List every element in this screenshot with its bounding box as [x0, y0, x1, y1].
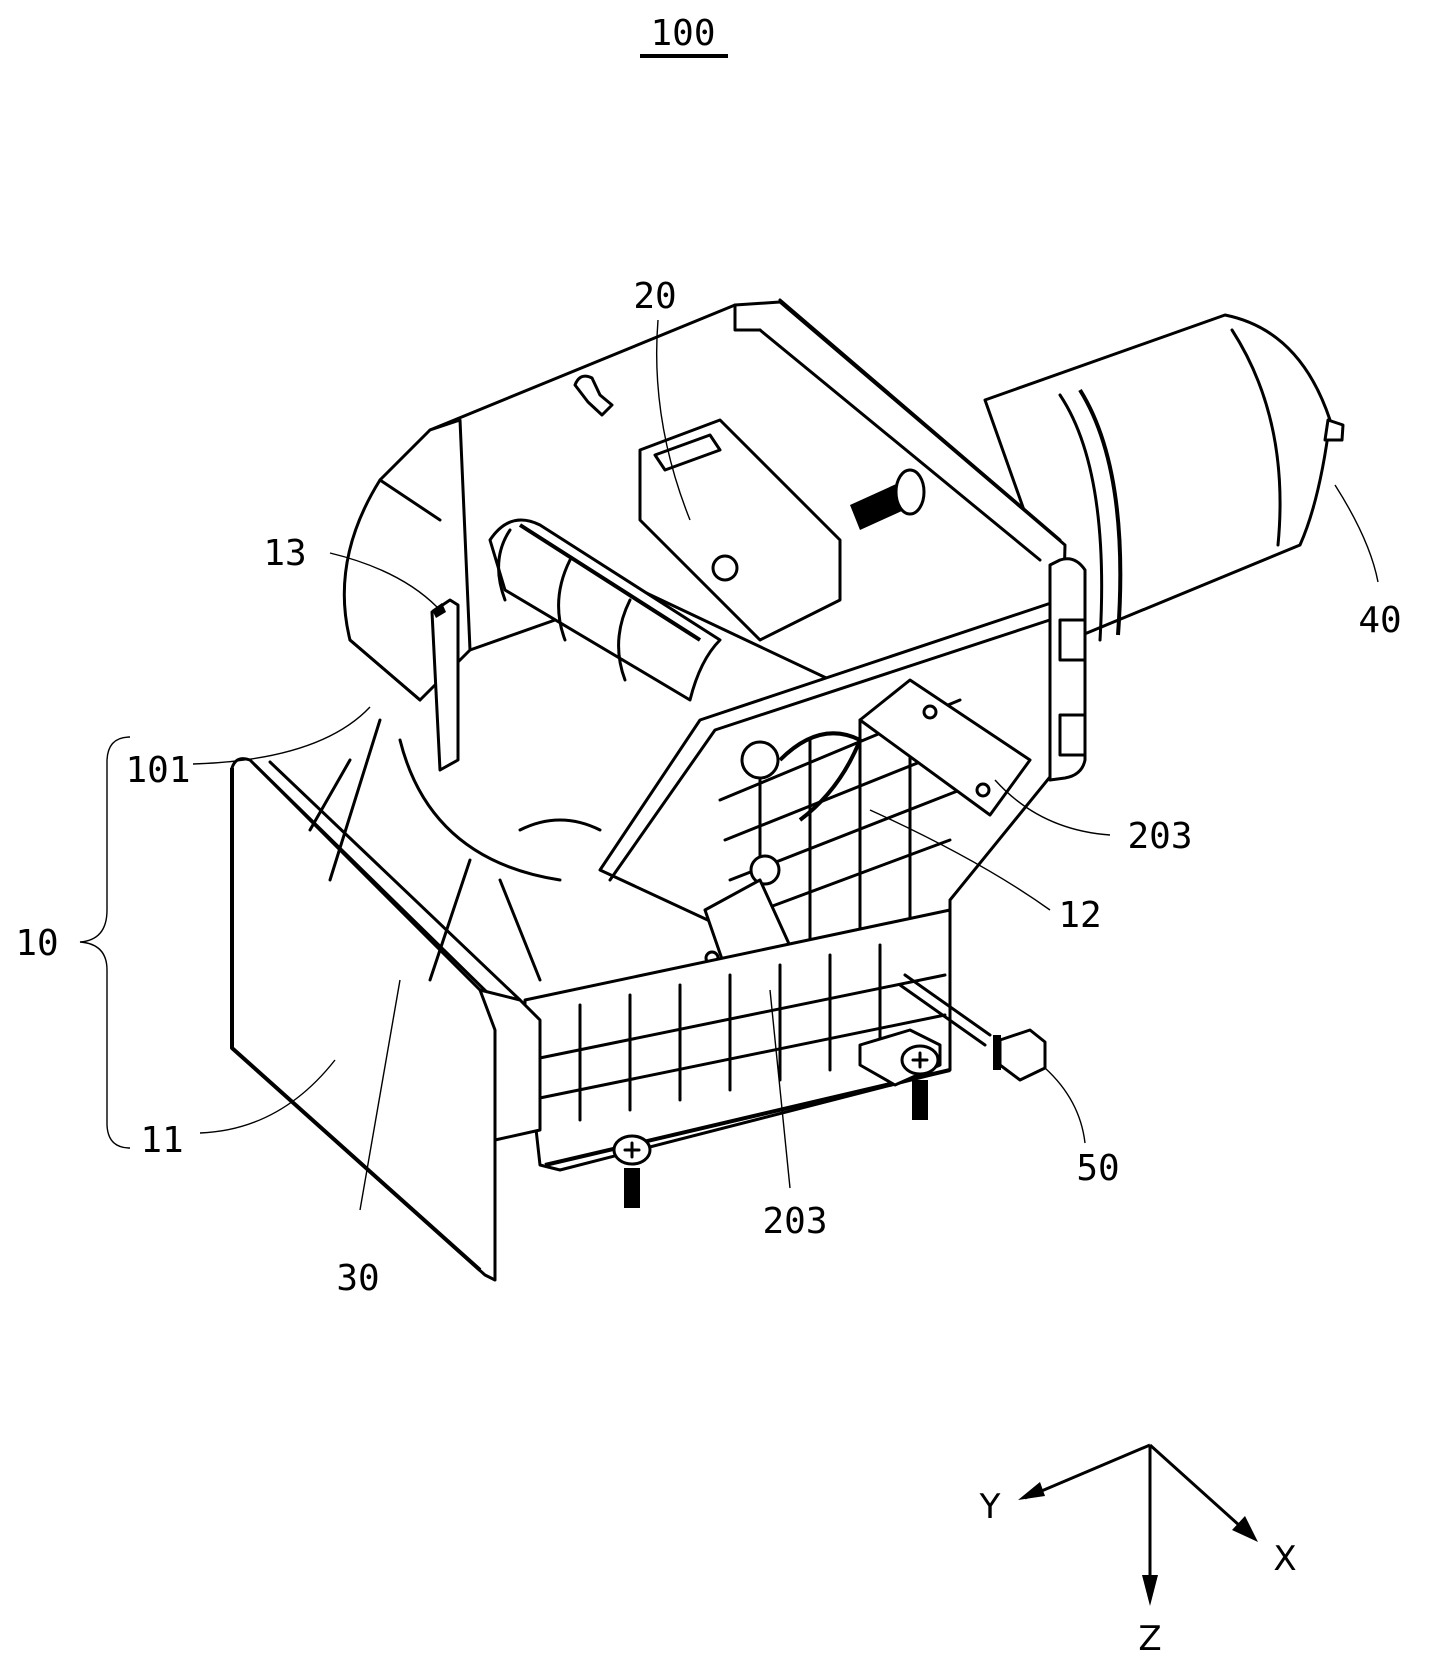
mounting-screw-right	[858, 1028, 942, 1120]
rollers	[488, 518, 722, 702]
label-11: 11	[140, 1120, 183, 1161]
label-20: 20	[633, 276, 676, 317]
axis-x-label: X	[1273, 1539, 1296, 1579]
label-12: 12	[1058, 895, 1101, 936]
axis-y-label: Y	[979, 1487, 1001, 1527]
label-40: 40	[1358, 600, 1401, 641]
inner-wall	[308, 718, 602, 982]
label-30: 30	[336, 1258, 379, 1299]
side-bracket	[1048, 557, 1087, 782]
axis-y-arrow-icon	[1018, 1482, 1045, 1500]
coordinate-axes: Y Z X	[979, 1443, 1297, 1659]
axis-x-line	[1148, 1443, 1252, 1537]
label-13: 13	[263, 533, 306, 574]
leader-lines	[79, 319, 1379, 1211]
figure-title: 100	[650, 13, 715, 54]
axis-y-line	[1024, 1443, 1151, 1500]
label-203-lower: 203	[762, 1201, 827, 1242]
front-panel	[230, 757, 542, 1282]
micro-switch-upper	[858, 678, 1032, 817]
mounting-screw-left	[612, 1134, 652, 1208]
axis-z-arrow-icon	[1142, 1575, 1158, 1606]
clip	[430, 598, 460, 772]
label-10: 10	[15, 923, 58, 964]
label-101: 101	[125, 750, 190, 791]
label-203-upper: 203	[1127, 816, 1192, 857]
label-50: 50	[1076, 1148, 1119, 1189]
axis-x-arrow-icon	[1232, 1516, 1258, 1542]
axis-z-label: Z	[1138, 1619, 1161, 1659]
connector	[898, 973, 1047, 1082]
base-block	[523, 908, 952, 1172]
